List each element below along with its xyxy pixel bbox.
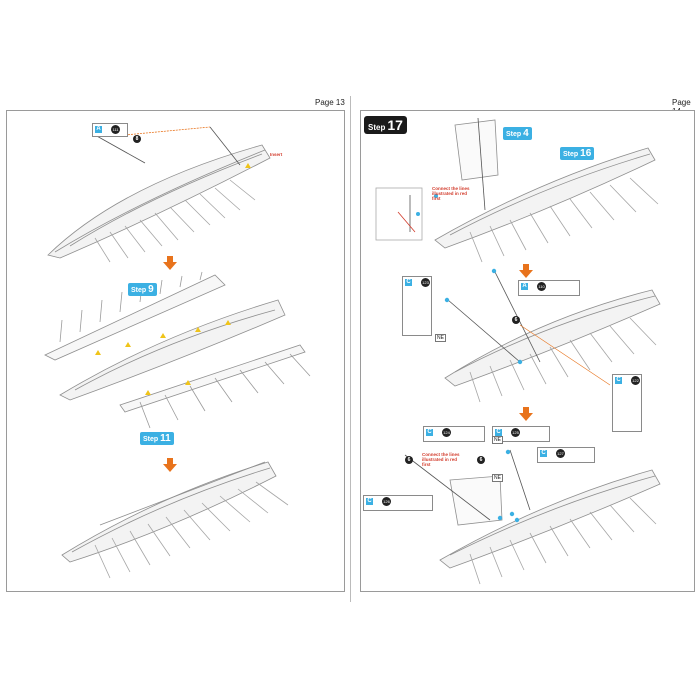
ne-label-b: NE <box>492 474 503 482</box>
red-lines-note-top: Connect the lines illustrated in red fir… <box>432 186 470 201</box>
page-divider <box>350 96 351 602</box>
part-box-c123: C 123 <box>402 276 432 336</box>
insert-note: Insert <box>270 152 283 157</box>
page-number-13: Page 13 <box>315 98 345 107</box>
part-box-c124: C 124 <box>423 426 485 442</box>
ne-label-a: NE <box>435 334 446 342</box>
part-box-c126: C 126 <box>363 495 433 511</box>
step-dot: 8 <box>133 135 141 143</box>
part-box-c127: C 127 <box>537 447 595 463</box>
part-box-a110: A 110 <box>518 280 580 296</box>
ne-label-c: NE <box>492 436 503 444</box>
dot-6-a: 6 <box>512 316 520 324</box>
part-letter: A <box>95 126 102 133</box>
part-box-a111: A 111 <box>92 123 128 137</box>
part-box-c122: C 122 <box>612 374 642 432</box>
part-box-c125: C 125 <box>492 426 550 442</box>
dot-6-c: 6 <box>477 456 485 464</box>
dot-6-b: 6 <box>405 456 413 464</box>
part-code: 111 <box>111 125 120 134</box>
red-lines-note-bottom: Connect the lines illustrated in red fir… <box>422 452 460 467</box>
